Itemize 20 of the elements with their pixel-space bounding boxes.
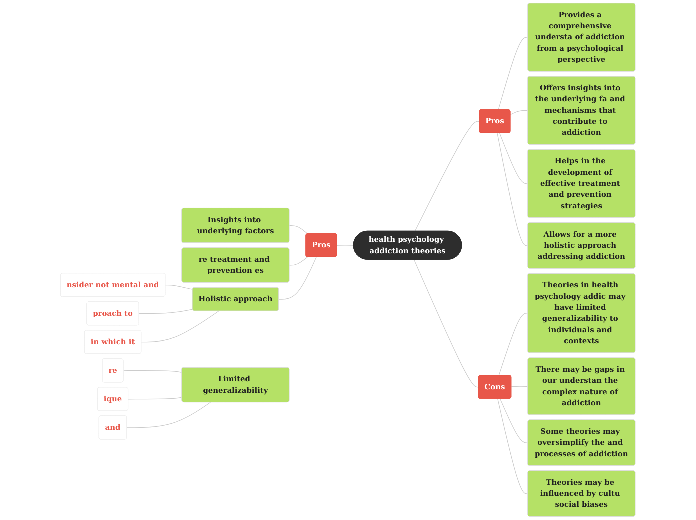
connector — [278, 257, 317, 300]
connector — [126, 402, 212, 428]
connector — [128, 397, 182, 400]
connector — [498, 313, 528, 376]
connector — [498, 398, 528, 494]
connector — [498, 37, 528, 110]
connector — [500, 398, 528, 444]
connector — [497, 133, 528, 246]
connector — [165, 284, 193, 290]
connector — [123, 370, 182, 374]
connector — [500, 133, 528, 184]
connector — [510, 110, 528, 116]
connector — [289, 257, 308, 266]
connector — [139, 309, 193, 314]
connector — [414, 121, 480, 232]
connector — [141, 311, 220, 343]
connector — [414, 260, 479, 388]
connector — [336, 245, 354, 246]
connector — [289, 225, 308, 234]
connector — [511, 386, 528, 388]
